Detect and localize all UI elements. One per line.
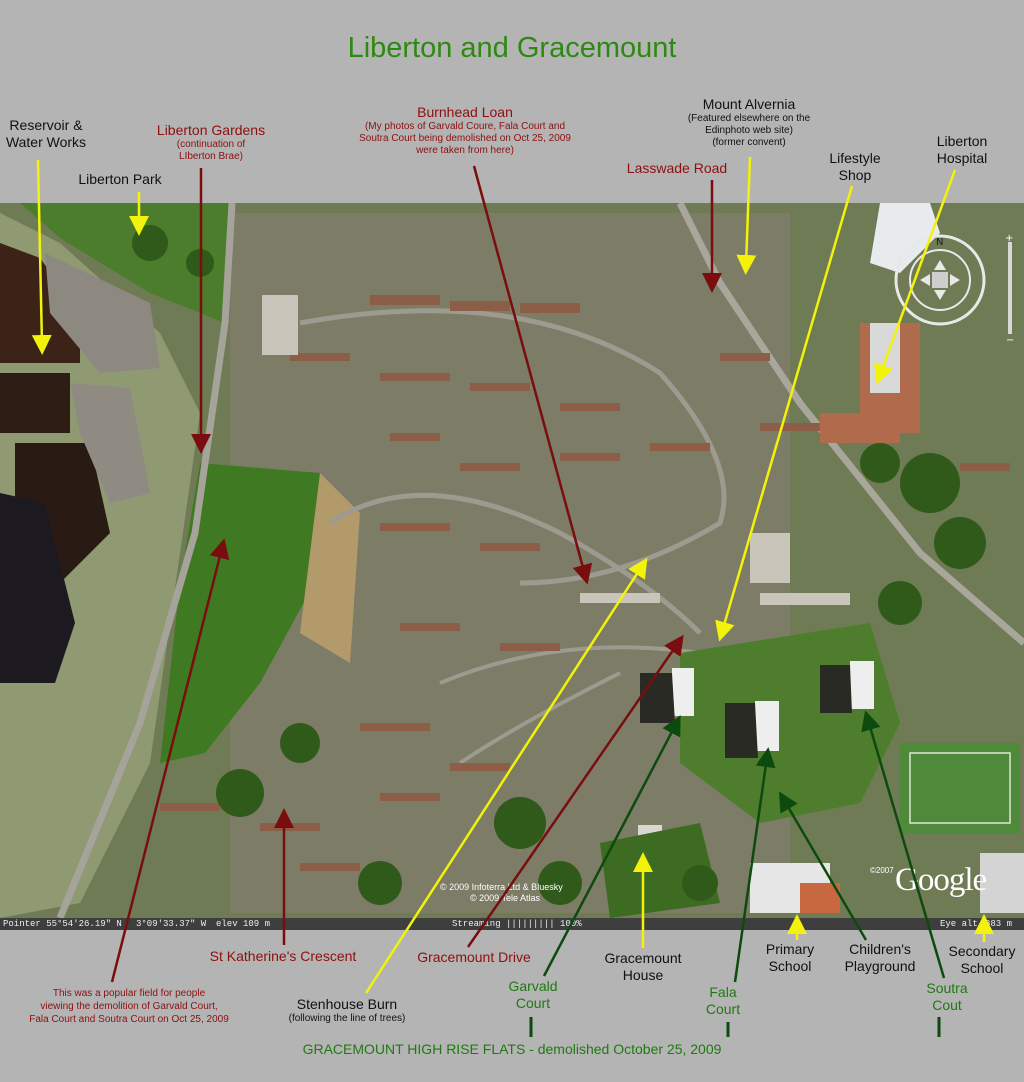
zoom-slider[interactable]: + − [1004, 232, 1016, 344]
satellite-imagery [0, 203, 1024, 918]
label-reservoir: Reservoir &Water Works [5, 117, 87, 150]
status-bar: Pointer 55°54'26.19" N 3°09'33.37" W ele… [0, 918, 1024, 930]
zoom-minus-icon: − [1006, 335, 1014, 344]
pointer-lat: Pointer 55°54'26.19" N [3, 919, 122, 929]
label-liberton-park: Liberton Park [78, 171, 162, 187]
label-stenhouse-burn: Stenhouse Burn (following the line of tr… [288, 996, 406, 1024]
map-title: Liberton and Gracemount [347, 32, 677, 64]
compass-icon[interactable]: N [894, 234, 986, 326]
label-burnhead-loan: Burnhead Loan (My photos of Garvald Cour… [359, 104, 571, 156]
label-gracemount-drive: Gracemount Drive [417, 949, 531, 965]
field-note: This was a popular field for people view… [29, 988, 229, 1025]
pointer-lon: 3°09'33.37" W [136, 919, 207, 929]
elevation: elev 109 m [216, 919, 271, 929]
google-logo: Google [895, 862, 987, 898]
label-st-katherines-crescent: St Katherine's Crescent [209, 948, 357, 964]
label-lasswade-road: Lasswade Road [626, 160, 728, 176]
satellite-map[interactable]: N + − [0, 203, 1024, 918]
zoom-plus-icon: + [1005, 233, 1013, 244]
eye-alt-value: 883 m [985, 919, 1013, 929]
svg-text:N: N [936, 237, 943, 248]
footer-caption: GRACEMOUNT HIGH RISE FLATS - demolished … [302, 1041, 722, 1057]
streaming-status: Streaming ||||||||| 100% [452, 919, 582, 929]
map-copyright: © 2009 Infoterra Ltd & Bluesky © 2009 Te… [440, 882, 563, 903]
label-mount-alvernia: Mount Alvernia (Featured elsewhere on th… [687, 96, 811, 148]
eye-alt-label: Eye alt [940, 919, 978, 929]
label-liberton-gardens: Liberton Gardens (continuation of LIbert… [156, 122, 266, 162]
google-year: ©2007 [870, 866, 894, 875]
